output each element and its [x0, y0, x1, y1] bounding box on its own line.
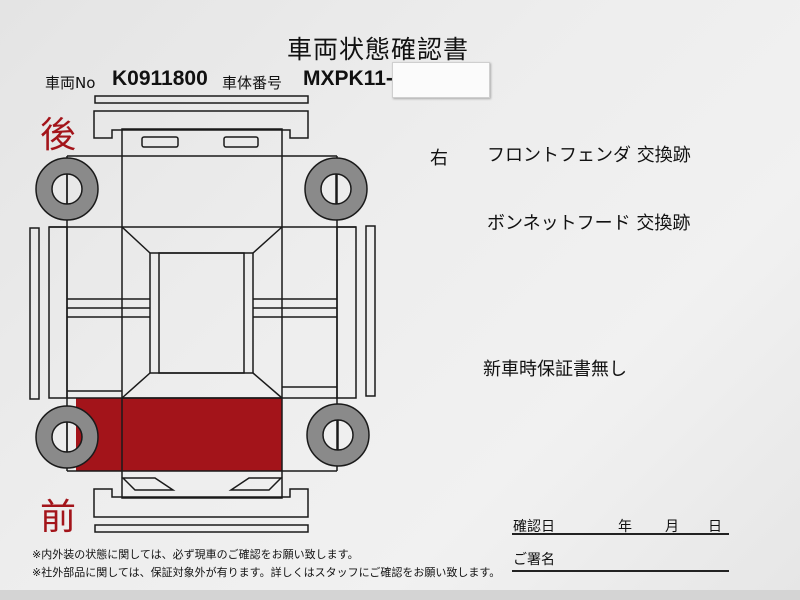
front-label: 前 [40, 497, 77, 538]
footer-note-2: ※社外部品に関しては、保証対象外が有ります。詳しくはスタッフにご確認をお願い致し… [32, 566, 501, 579]
roof [158, 252, 245, 374]
wheel-front-left [35, 405, 99, 469]
note-item-warranty: 新車時保証書無し [483, 359, 627, 380]
redaction-sticker [392, 62, 490, 98]
right-side-panel [336, 226, 357, 399]
date-day: 日 [708, 519, 722, 535]
vehicle-number-label: 車両No [45, 74, 96, 92]
footer-note-1: ※内外装の状態に関しては、必ず現車のご確認をお願い致します。 [32, 548, 359, 561]
left-side-strip [29, 227, 40, 400]
rear-light-right [223, 136, 259, 148]
rear-label: 後 [40, 115, 77, 156]
rear-bumper-strip [94, 95, 309, 104]
front-bumper [93, 488, 309, 518]
right-side-strip [365, 225, 376, 397]
headlight-right [228, 477, 283, 491]
date-label: 確認日 [513, 519, 555, 535]
vehicle-number-value: K0911800 [112, 67, 208, 90]
document-title: 車両状態確認書 [287, 35, 470, 64]
date-month: 月 [665, 519, 679, 535]
front-bumper-strip [94, 524, 309, 533]
roof-outer [149, 252, 254, 374]
paper-edge [0, 590, 800, 600]
signature-label: ご署名 [513, 552, 555, 568]
date-year: 年 [618, 519, 632, 535]
chassis-number-label: 車体番号 [222, 74, 283, 92]
date-line [512, 533, 729, 535]
rear-bumper [93, 110, 309, 139]
wheel-rear-right [304, 157, 368, 221]
note-item-bonnet: ボンネットフード 交換跡 [487, 213, 691, 234]
note-item-front-fender: フロントフェンダ 交換跡 [487, 145, 691, 166]
chassis-number-value: MXPK11- [303, 67, 393, 90]
body-outline [121, 128, 283, 499]
headlight-left [121, 477, 176, 491]
signature-line [512, 570, 729, 572]
note-side: 右 [430, 148, 448, 169]
wheel-rear-left [35, 157, 99, 221]
rear-light-left [141, 136, 179, 148]
left-side-panel [48, 226, 68, 399]
damaged-area-front [76, 398, 282, 471]
